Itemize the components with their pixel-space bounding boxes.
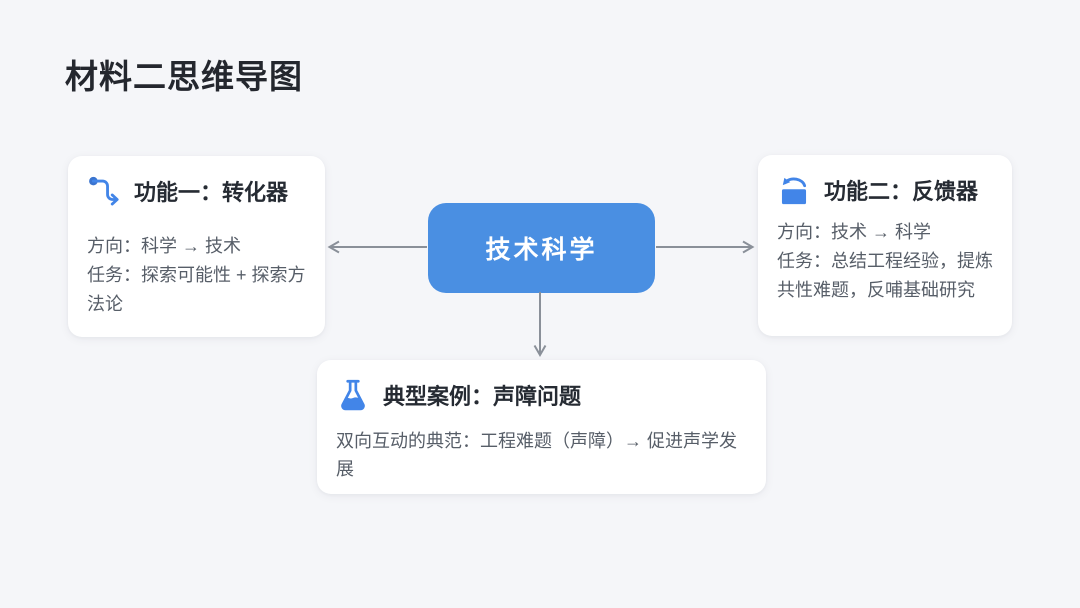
center-node: 技术科学 [428,203,655,293]
card-body: 方向：技术 → 科学 任务：总结工程经验，提炼共性难题，反哺基础研究 [777,218,993,305]
arrow-to-left-card [327,240,427,254]
card-function-feedback: 功能二：反馈器 方向：技术 → 科学 任务：总结工程经验，提炼共性难题，反哺基础… [758,155,1012,336]
card-line-direction: 方向：技术 → 科学 [777,222,932,242]
flask-icon [341,379,365,411]
card-function-converter: 功能一：转化器 方向：科学 → 技术 任务：探索可能性 + 探索方法论 [68,156,325,337]
center-node-label: 技术科学 [485,236,598,264]
card-typical-case: 典型案例：声障问题 双向互动的典范：工程难题（声障）→ 促进声学发展 [317,360,766,494]
card-body: 方向：科学 → 技术 任务：探索可能性 + 探索方法论 [87,232,306,319]
card-body: 双向互动的典范：工程难题（声障）→ 促进声学发展 [336,427,747,483]
card-line-task: 任务：探索可能性 + 探索方法论 [87,265,306,314]
card-line-task: 任务：总结工程经验，提炼共性难题，反哺基础研究 [777,251,993,300]
arrow-to-right-card [656,240,755,254]
card-function-feedback-header: 功能二：反馈器 [777,171,993,209]
card-title: 功能一：转化器 [134,180,289,205]
card-line-direction: 方向：科学 → 技术 [87,236,242,256]
page-title: 材料二思维导图 [65,58,303,95]
route-icon [89,176,119,206]
card-title: 典型案例：声障问题 [383,384,582,409]
card-title: 功能二：反馈器 [824,179,979,204]
rotate-back-icon [781,177,807,205]
arrow-to-bottom-card [533,292,547,357]
card-line-case: 双向互动的典范：工程难题（声障）→ 促进声学发展 [336,431,737,479]
card-function-converter-header: 功能一：转化器 [87,172,306,210]
card-typical-case-header: 典型案例：声障问题 [336,376,747,414]
